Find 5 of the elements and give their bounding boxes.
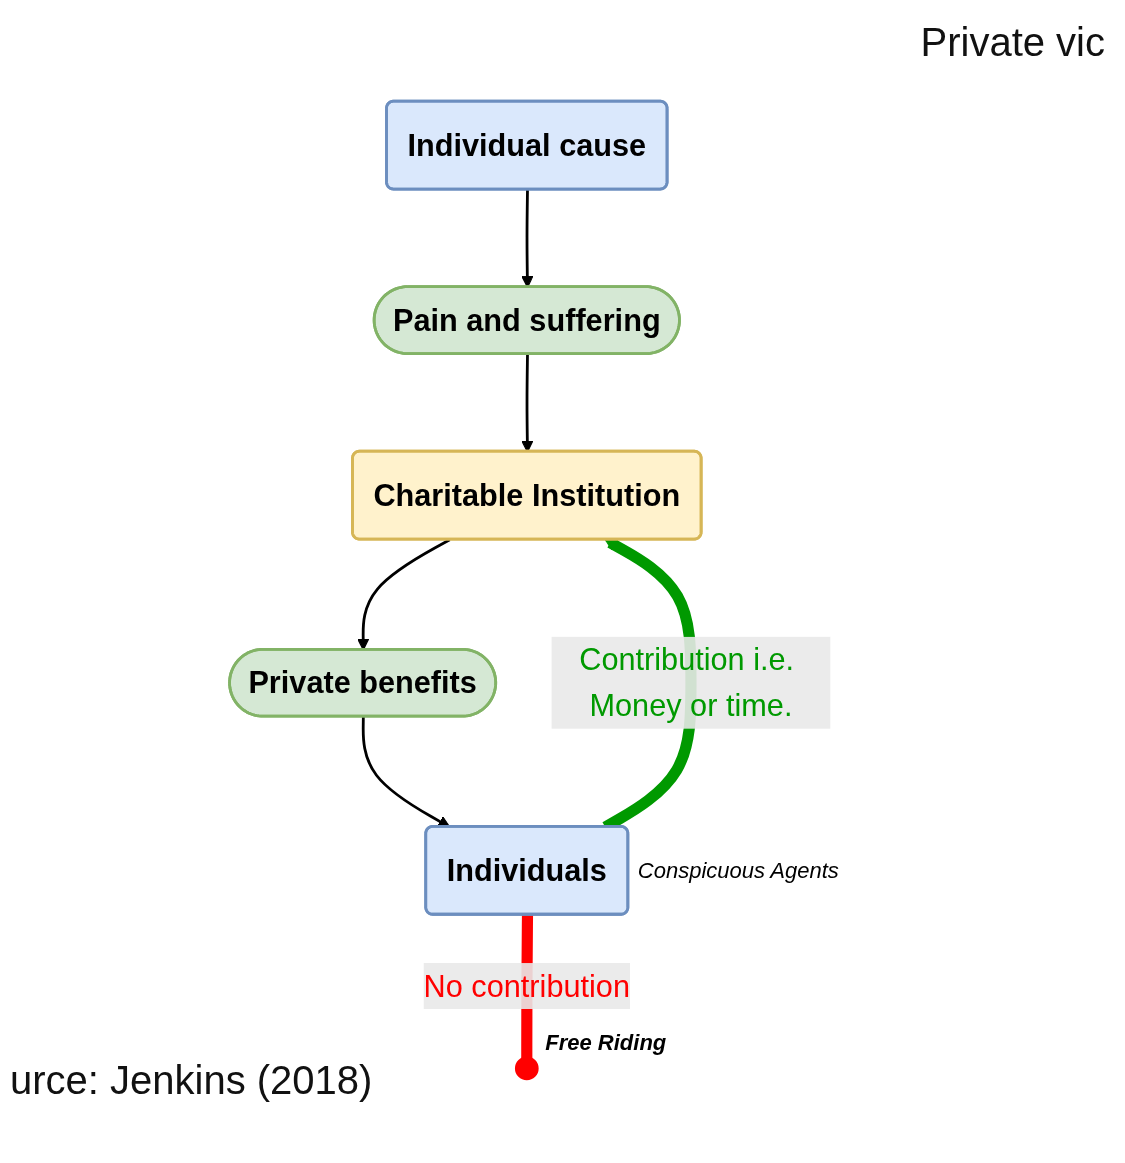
- source-note: urce: Jenkins (2018): [10, 1058, 373, 1103]
- edge-label: No contribution: [423, 968, 630, 1004]
- heading-text: Private vic: [920, 20, 1105, 65]
- edge-label: Contribution i.e. Money or time.: [579, 642, 795, 724]
- node-circle: [514, 1056, 539, 1081]
